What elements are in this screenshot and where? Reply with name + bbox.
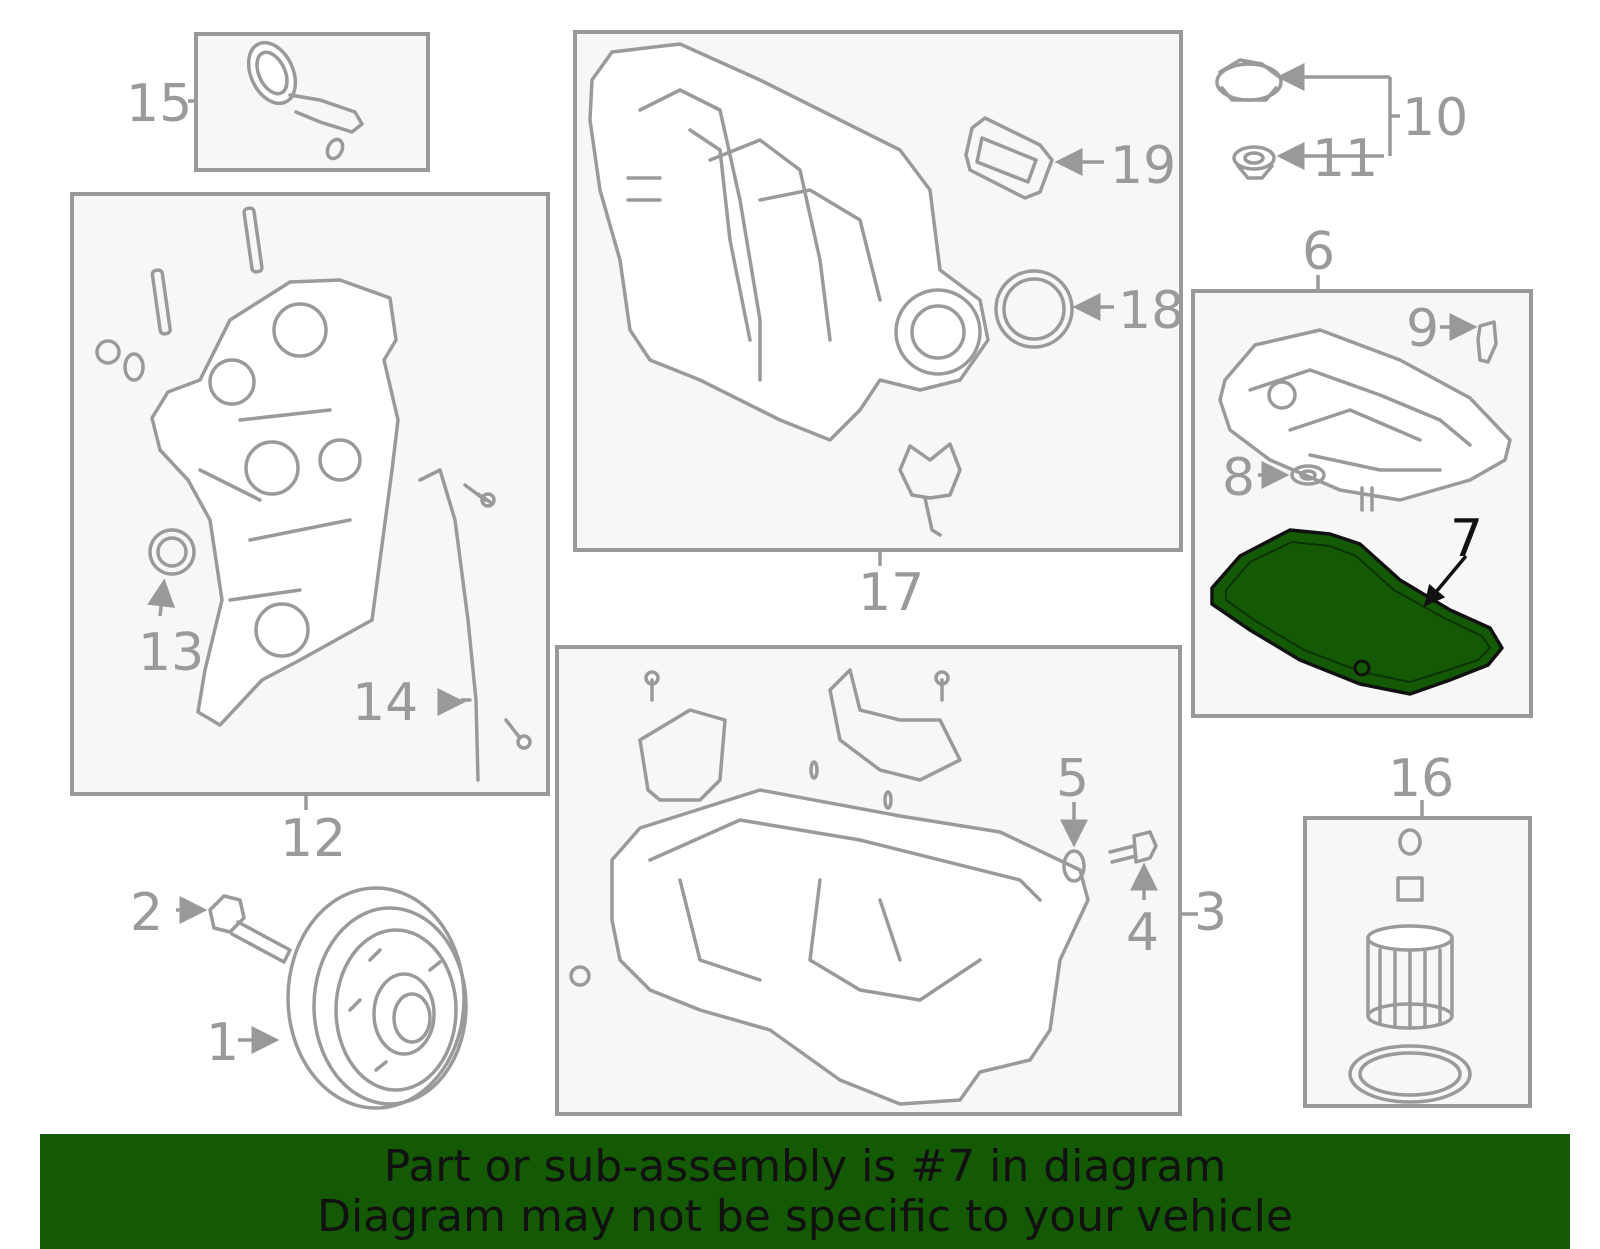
part-5-washer xyxy=(1062,849,1086,883)
part-17-intake-manifold xyxy=(588,42,990,537)
callout-10: 10 xyxy=(1402,88,1468,148)
banner-line-1: Part or sub-assembly is #7 in diagram xyxy=(383,1141,1227,1192)
callout-1: 1 xyxy=(206,1013,239,1073)
callout-9: 9 xyxy=(1406,299,1439,359)
callout-4: 4 xyxy=(1126,903,1159,963)
part-11-cap-seal xyxy=(1232,145,1276,180)
callout-19: 19 xyxy=(1110,136,1176,196)
callout-8: 8 xyxy=(1222,448,1255,508)
callout-3: 3 xyxy=(1194,883,1227,943)
part-12-timing-cover xyxy=(95,206,400,727)
part-13-seal xyxy=(148,528,196,576)
callout-6: 6 xyxy=(1302,222,1335,282)
notice-banner: Part or sub-assembly is #7 in diagram Di… xyxy=(40,1134,1570,1249)
callout-18: 18 xyxy=(1118,281,1184,341)
part-6-valve-cover xyxy=(1218,328,1512,512)
callout-17: 17 xyxy=(858,563,924,623)
part-16-oil-filter xyxy=(1348,828,1472,1104)
part-3-oil-pan xyxy=(569,668,1090,1106)
callout-5: 5 xyxy=(1056,749,1089,809)
callout-11: 11 xyxy=(1312,129,1378,189)
callout-14: 14 xyxy=(352,673,418,733)
callout-13: 13 xyxy=(138,623,204,683)
part-19-gasket xyxy=(964,116,1054,200)
callout-12: 12 xyxy=(280,809,346,869)
part-8-washer xyxy=(1290,464,1326,486)
part-2-bolt xyxy=(208,894,292,964)
callout-15: 15 xyxy=(126,74,192,134)
callout-7: 7 xyxy=(1450,509,1483,569)
callout-16: 16 xyxy=(1388,749,1454,809)
part-18-oring xyxy=(994,269,1074,349)
part-1-crankshaft-pulley xyxy=(286,886,468,1110)
part-10-oil-cap xyxy=(1215,58,1283,102)
group-box-16 xyxy=(1303,816,1532,1108)
part-4-drain-plug xyxy=(1108,830,1158,864)
callout-2: 2 xyxy=(130,883,163,943)
part-15-sensor xyxy=(246,40,364,161)
part-14-dipstick-tube xyxy=(418,468,532,782)
part-7-valve-cover-gasket-highlighted xyxy=(1210,528,1504,696)
group-box-15 xyxy=(194,32,430,172)
leader-lines xyxy=(147,63,1478,1054)
banner-line-2: Diagram may not be specific to your vehi… xyxy=(317,1191,1293,1242)
part-9-sensor xyxy=(1476,320,1498,364)
